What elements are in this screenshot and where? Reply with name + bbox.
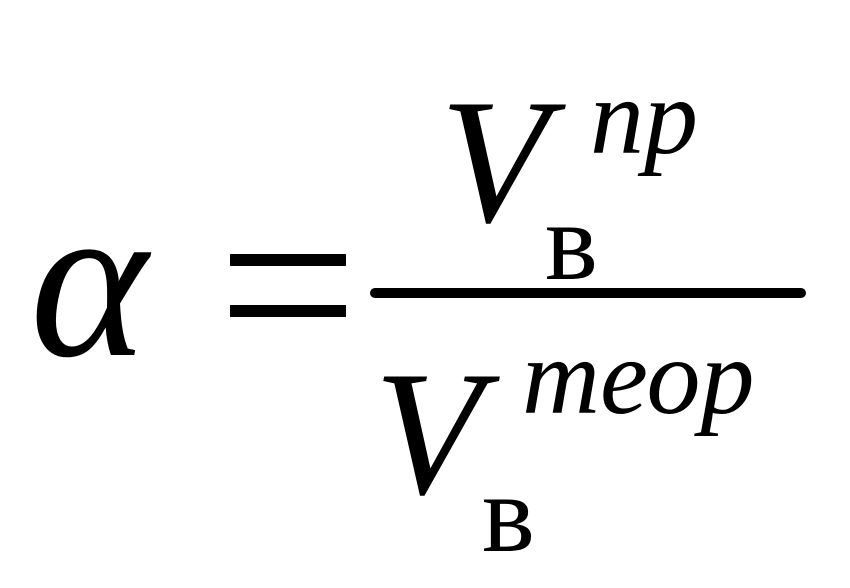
denominator-base: V <box>374 334 483 532</box>
denominator-subscript: в <box>482 452 535 576</box>
equals-sign-bottom-bar <box>230 305 346 317</box>
alpha-symbol: α <box>30 156 148 404</box>
numerator-superscript: пр <box>590 58 698 177</box>
equals-sign-top-bar <box>230 254 346 266</box>
numerator-base: V <box>440 62 549 260</box>
numerator-subscript: в <box>545 180 598 304</box>
fraction-line <box>370 288 806 298</box>
denominator-superscript: теор <box>522 318 755 437</box>
